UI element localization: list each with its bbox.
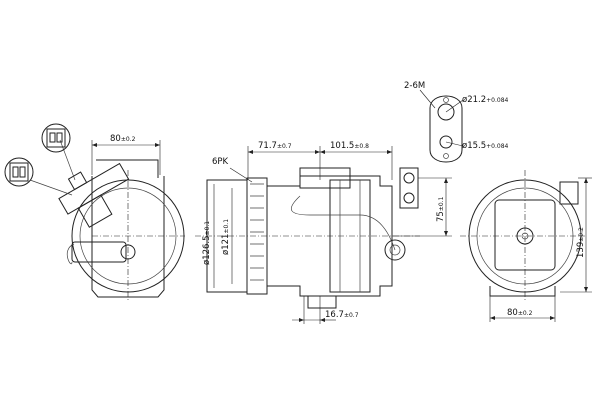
svg-text:ø126.5±0.1: ø126.5±0.1 — [202, 221, 212, 265]
right-view: 139±0.2 80±0.2 — [460, 170, 592, 322]
svg-text:ø15.5+0.084: ø15.5+0.084 — [462, 141, 509, 151]
svg-text:139±0.2: 139±0.2 — [576, 227, 586, 258]
connector-icon-top — [41, 123, 71, 153]
pulley-offset-tol: ±0.7 — [277, 143, 292, 150]
right-width-tol: ±0.2 — [518, 310, 533, 317]
right-height-tol: ±0.2 — [578, 227, 585, 242]
right-height-value: 139 — [576, 242, 586, 258]
hole-small-tol: +0.084 — [486, 143, 508, 150]
svg-text:80±0.2: 80±0.2 — [507, 308, 533, 318]
left-view: 80±0.2 — [4, 123, 185, 300]
bottom-offset-value: 16.7 — [325, 310, 344, 320]
hole-large-tol: +0.084 — [486, 97, 508, 104]
left-width-tol: ±0.2 — [121, 136, 136, 143]
pulley-grooves — [250, 183, 264, 281]
hole-large-value: ø21.2 — [462, 95, 486, 105]
svg-text:71.7±0.7: 71.7±0.7 — [258, 141, 292, 151]
svg-text:ø21.2+0.084: ø21.2+0.084 — [462, 95, 509, 105]
belt-label: 6PK — [212, 157, 229, 167]
middle-view: 71.7±0.7 101.5±0.8 6PK ø126.5±0.1 ø121±0… — [195, 141, 452, 324]
pulley-dia-outer-value: ø126.5 — [202, 235, 212, 265]
pulley-offset-value: 71.7 — [258, 141, 277, 151]
svg-text:101.5±0.8: 101.5±0.8 — [330, 141, 369, 151]
hole-small-value: ø15.5 — [462, 141, 486, 151]
pulley-dia-inner-value: ø121 — [221, 234, 231, 255]
bottom-offset-tol: ±0.7 — [344, 312, 359, 319]
port-height-tol: ±0.1 — [438, 196, 445, 211]
port-spacing-tol: ±0.8 — [354, 143, 369, 150]
connector-icon-bottom — [4, 157, 34, 187]
svg-text:ø121±0.1: ø121±0.1 — [221, 219, 231, 255]
port-block-detail: 2-6M ø21.2+0.084 ø15.5+0.084 — [404, 81, 509, 163]
right-width-value: 80 — [507, 308, 518, 318]
pulley-dia-inner-tol: ±0.1 — [223, 219, 230, 234]
svg-text:75±0.1: 75±0.1 — [436, 196, 446, 222]
pulley-dia-outer-tol: ±0.1 — [204, 221, 211, 236]
svg-text:16.7±0.7: 16.7±0.7 — [325, 310, 359, 320]
left-width-value: 80 — [110, 134, 121, 144]
thread-label: 2-6M — [404, 81, 425, 91]
port-height-value: 75 — [436, 211, 446, 222]
port-spacing-value: 101.5 — [330, 141, 354, 151]
svg-text:80±0.2: 80±0.2 — [110, 134, 136, 144]
